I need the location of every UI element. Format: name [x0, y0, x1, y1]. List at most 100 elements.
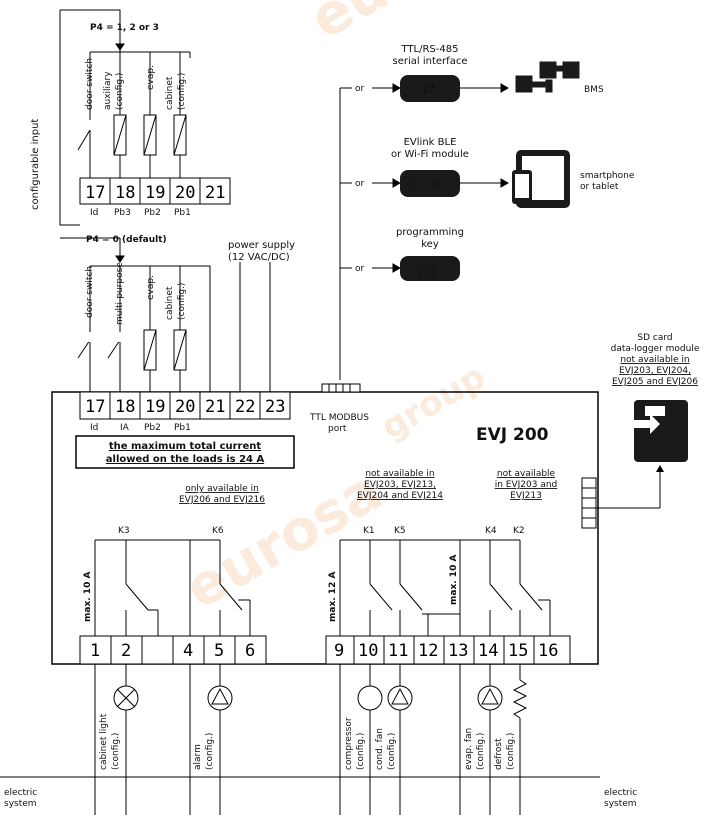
mid-input-wiring: [77, 238, 271, 392]
load-cabinet-light: cabinet light: [99, 713, 109, 770]
modules: [339, 83, 510, 380]
top-terminal-19: 19: [145, 183, 165, 203]
mid-channel-cabinet-config: (config.): [177, 283, 187, 320]
terminal-16: 16: [538, 641, 558, 661]
or-label-2: or: [355, 179, 365, 189]
relay-k4: K4: [485, 526, 497, 536]
top-input-block: [59, 9, 231, 239]
terminal-5: 5: [214, 641, 224, 661]
terminal-15: 15: [508, 641, 528, 661]
mid-channel-multi-purpose: multi-purpose: [115, 262, 125, 325]
top-channel-door-switch: door switch: [85, 58, 95, 110]
load-evap-fan-config: (config.): [476, 733, 486, 770]
top-terminal-20: 20: [175, 183, 195, 203]
top-sub-pb2: Pb2: [144, 208, 161, 218]
rs485-module: ⇄: [400, 75, 460, 102]
top-channel-evap: evap.: [146, 65, 156, 90]
key-data-icon: 1010: [418, 264, 436, 272]
max-10a-label: max. 10 A: [83, 572, 93, 622]
terminal-23: 23: [265, 397, 285, 417]
terminal-10: 10: [358, 641, 378, 661]
p4-top-label: P4 = 1, 2 or 3: [90, 23, 159, 33]
load-wiring: [0, 664, 600, 815]
sub-ia: IA: [120, 423, 130, 433]
bottom-terminal-strip: 1 2 4 5 6 9 10 11 12 13 14 15 16: [90, 641, 558, 661]
load-labels: cabinet light (config.) alarm (config.) …: [99, 713, 516, 770]
top-channel-labels: door switch auxiliary (config.) evap. ca…: [85, 58, 187, 110]
top-channel-auxiliary: auxiliary: [103, 71, 113, 110]
load-cabinet-light-config: (config.): [111, 733, 121, 770]
max-12a-label: max. 12 A: [328, 572, 338, 622]
top-terminal-18: 18: [115, 183, 135, 203]
terminal-18: 18: [115, 397, 135, 417]
model-title: EVJ 200: [476, 425, 549, 445]
terminal-22: 22: [235, 397, 255, 417]
configurable-input-label: configurable input: [30, 119, 41, 210]
terminal-21: 21: [205, 397, 225, 417]
relay-k1: K1: [363, 526, 375, 536]
top-channel-cabinet-config: (config.): [177, 73, 187, 110]
bms-network-icon: [515, 61, 580, 93]
swap-arrows-icon: ⇄: [422, 79, 435, 98]
wifi-icon: ≋: [430, 178, 441, 193]
top-sub-id: Id: [90, 208, 98, 218]
sub-pb2: Pb2: [144, 423, 161, 433]
load-evap-fan: evap. fan: [464, 728, 474, 770]
controller-body: [51, 383, 599, 665]
max-10a-label-2: max. 10 A: [449, 555, 459, 605]
load-defrost: defrost: [494, 738, 504, 770]
terminal-6: 6: [245, 641, 255, 661]
or-label-1: or: [355, 84, 365, 94]
load-cond-fan-config: (config.): [387, 733, 397, 770]
relay-k5: K5: [394, 526, 406, 536]
load-alarm-config: (config.): [205, 733, 215, 770]
load-compressor-config: (config.): [356, 733, 366, 770]
terminal-2: 2: [121, 641, 131, 661]
power-supply-label: power supply(12 VAC/DC): [228, 240, 295, 263]
top-terminal-numbers: 17 18 19 20 21 Id Pb3 Pb2 Pb1: [85, 183, 225, 218]
terminal-11: 11: [388, 641, 408, 661]
terminal-13: 13: [448, 641, 468, 661]
relay-k2: K2: [513, 526, 525, 536]
terminal-12: 12: [418, 641, 438, 661]
top-sub-pb3: Pb3: [114, 208, 131, 218]
terminal-19: 19: [145, 397, 165, 417]
terminal-17: 17: [85, 397, 105, 417]
load-compressor: compressor: [344, 717, 354, 770]
terminal-14: 14: [478, 641, 498, 661]
mid-channel-cabinet: cabinet: [165, 286, 175, 320]
p4-default-label: P4 = 0 (default): [86, 235, 167, 245]
sub-pb1: Pb1: [174, 423, 191, 433]
mid-channel-labels: door switch multi-purpose evap. cabinet …: [85, 262, 187, 325]
mid-channel-evap: evap.: [146, 275, 156, 300]
bluetooth-icon: ᛒ: [410, 178, 418, 193]
sub-id: Id: [90, 423, 98, 433]
mid-channel-door-switch: door switch: [85, 266, 95, 318]
load-alarm: alarm: [193, 744, 203, 770]
terminal-20: 20: [175, 397, 195, 417]
top-terminal-21: 21: [205, 183, 225, 203]
evlink-module: ᛒ ≋: [400, 170, 460, 197]
max-current-box: [75, 435, 295, 469]
relay-k6: K6: [212, 526, 224, 536]
relay-k3: K3: [118, 526, 130, 536]
top-channel-auxiliary-config: (config.): [115, 73, 125, 110]
programming-key-module: 1010 0101: [400, 256, 460, 281]
tablet-icon: [512, 150, 570, 208]
terminal-1: 1: [90, 641, 100, 661]
or-label-3: or: [355, 264, 365, 274]
